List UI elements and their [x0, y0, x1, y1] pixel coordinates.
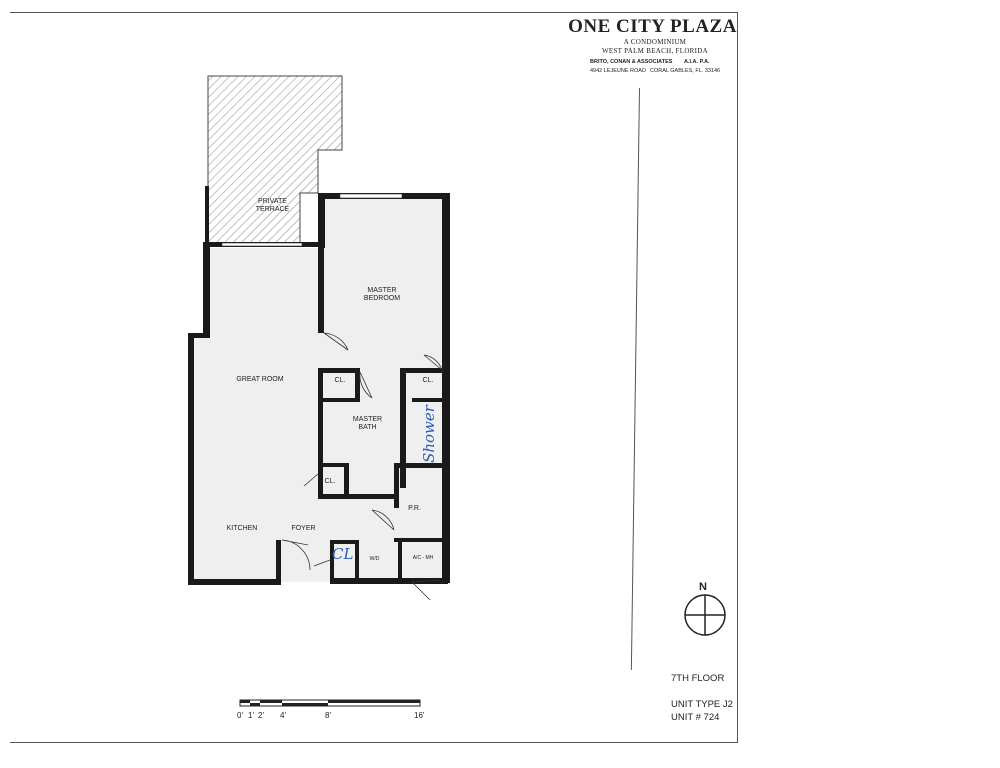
scale-label-0: 0' — [237, 711, 243, 720]
architect-suffix: A.I.A. P.A. — [684, 59, 710, 65]
scale-label-1: 1' — [248, 711, 254, 720]
label-closet-1: CL. — [334, 377, 346, 384]
project-location: WEST PALM BEACH, FLORIDA — [602, 47, 708, 55]
label-closet-3: CL. — [324, 478, 336, 485]
handwritten-closet-note: CL — [332, 545, 354, 563]
floor-label: 7TH FLOOR — [671, 673, 725, 684]
project-subtitle: A CONDOMINIUM — [623, 38, 687, 46]
north-compass — [684, 594, 726, 636]
door-swings — [281, 332, 443, 601]
label-ac-mech: A/C - MH — [412, 555, 434, 561]
great-room-window — [221, 242, 303, 247]
bedroom-window — [339, 193, 403, 199]
compass-north-label: N — [699, 581, 707, 593]
unit-type-label: UNIT TYPE J2 — [671, 699, 733, 710]
architect-address: 4942 LEJEUNE ROAD — [590, 68, 646, 74]
label-washer-dryer: W/D — [369, 556, 380, 562]
scale-bar — [239, 699, 421, 707]
bottom-border-line — [10, 742, 738, 743]
label-closet-2: CL. — [422, 377, 434, 384]
label-private-terrace: PRIVATE TERRACE — [255, 198, 290, 214]
scale-label-2: 2' — [258, 711, 264, 720]
scale-label-16: 16' — [414, 711, 425, 720]
interior-walls — [318, 248, 446, 582]
label-kitchen: KITCHEN — [226, 525, 258, 532]
scale-label-4: 4' — [280, 711, 286, 720]
handwritten-shower-note: Shower — [419, 405, 438, 463]
project-title: ONE CITY PLAZA — [568, 16, 737, 37]
architect-name: BRITO, CONAN & ASSOCIATES — [590, 59, 673, 65]
label-powder-room: P.R. — [408, 505, 421, 512]
top-border-line — [10, 12, 738, 13]
label-great-room: GREAT ROOM — [236, 376, 284, 383]
label-master-bedroom: MASTER BEDROOM — [363, 287, 401, 303]
terrace-side-wall — [205, 186, 209, 244]
right-border-line — [737, 12, 738, 743]
scale-label-8: 8' — [325, 711, 331, 720]
label-foyer: FOYER — [291, 525, 316, 532]
unit-number-label: UNIT # 724 — [671, 712, 720, 723]
architect-city: CORAL GABLES, FL. 33146 — [650, 68, 721, 74]
label-master-bath: MASTER BATH — [352, 416, 383, 432]
